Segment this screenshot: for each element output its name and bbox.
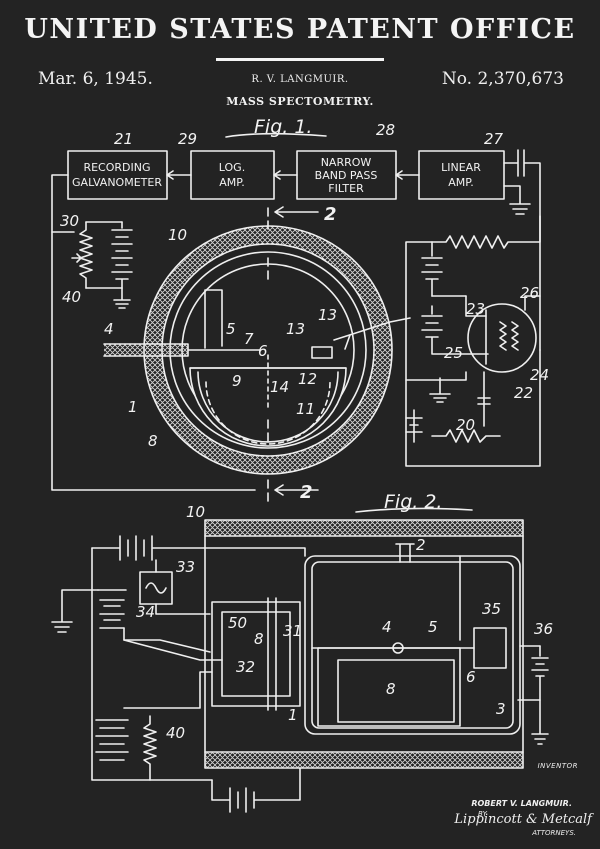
inventor-label: INVENTOR	[537, 762, 578, 770]
svg-text:31: 31	[283, 622, 302, 640]
svg-text:40: 40	[166, 724, 185, 742]
svg-text:8: 8	[386, 680, 396, 698]
svg-text:8: 8	[254, 630, 264, 648]
svg-text:FILTER: FILTER	[328, 182, 364, 195]
svg-text:34: 34	[136, 603, 155, 621]
attorney-signature: Lippincott & Metcalf	[454, 812, 592, 827]
svg-text:AMP.: AMP.	[219, 176, 244, 189]
attorneys-label: ATTORNEYS.	[532, 829, 576, 837]
svg-text:1: 1	[288, 706, 298, 724]
fig1-reference-numbers: 21 29 28 27 30 40 10 4 5 7 6 13 13 9 14 …	[60, 121, 549, 450]
potentiometer-30	[71, 221, 133, 309]
svg-text:11: 11	[296, 400, 315, 418]
inventor-short-name: R. V. LANGMUIR.	[251, 74, 349, 85]
svg-text:50: 50	[228, 614, 247, 632]
svg-text:26: 26	[520, 284, 539, 302]
svg-text:4: 4	[382, 618, 392, 636]
svg-text:6: 6	[258, 342, 268, 360]
svg-text:24: 24	[530, 366, 549, 384]
fig2-reference-numbers: 10 2 33 34 50 8 31 32 4 5 35 36 6 8 1 3 …	[136, 503, 553, 742]
svg-text:36: 36	[534, 620, 553, 638]
magnet-coil-bottom	[204, 751, 524, 769]
fig1-title: Fig. 1.	[254, 116, 312, 138]
svg-text:13: 13	[286, 320, 305, 338]
magnet-coil-top	[204, 519, 524, 537]
svg-text:22: 22	[514, 384, 533, 402]
svg-text:32: 32	[236, 658, 255, 676]
by-label: BY	[478, 810, 487, 818]
section-marker-top: 2	[324, 204, 337, 225]
fig1-title-underline	[225, 132, 327, 138]
linear-amp-box: LINEAR AMP.	[418, 150, 505, 200]
narrow-band-pass-filter-box: NARROW BAND PASS FILTER	[296, 150, 397, 200]
svg-text:35: 35	[482, 600, 501, 618]
svg-text:10: 10	[186, 503, 205, 521]
fig2-circuit	[51, 535, 549, 813]
svg-text:14: 14	[270, 378, 289, 396]
svg-text:5: 5	[428, 618, 438, 636]
fig2-title: Fig. 2.	[384, 491, 442, 513]
svg-text:23: 23	[466, 300, 485, 318]
svg-text:3: 3	[496, 700, 506, 718]
svg-text:7: 7	[244, 330, 254, 348]
svg-text:10: 10	[168, 226, 187, 244]
svg-text:12: 12	[298, 370, 317, 388]
svg-text:30: 30	[60, 212, 79, 230]
svg-text:25: 25	[444, 344, 463, 362]
patent-number: No. 2,370,673	[441, 69, 564, 89]
svg-text:LOG.: LOG.	[219, 161, 245, 174]
svg-text:27: 27	[484, 130, 504, 148]
svg-text:29: 29	[178, 130, 197, 148]
amplifier-circuit	[405, 215, 541, 467]
svg-text:5: 5	[226, 320, 236, 338]
svg-text:28: 28	[376, 121, 395, 139]
section-marker-bottom: 2	[300, 482, 313, 503]
patent-subject: MASS SPECTOMETRY.	[226, 95, 374, 108]
svg-text:9: 9	[232, 372, 242, 390]
svg-text:AMP.: AMP.	[448, 176, 473, 189]
svg-text:33: 33	[176, 558, 195, 576]
svg-text:LINEAR: LINEAR	[441, 161, 481, 174]
svg-text:2: 2	[416, 536, 426, 554]
page-title: UNITED STATES PATENT OFFICE	[24, 14, 576, 45]
inventor-name: ROBERT V. LANGMUIR.	[471, 799, 572, 808]
svg-text:RECORDING: RECORDING	[83, 161, 150, 174]
log-amp-box: LOG. AMP.	[190, 150, 275, 200]
recording-galvanometer-box: RECORDING GALVANOMETER	[67, 150, 168, 200]
patent-date: Mar. 6, 1945.	[38, 69, 153, 89]
svg-text:13: 13	[318, 306, 337, 324]
fig2-title-underline	[355, 507, 473, 513]
svg-text:GALVANOMETER: GALVANOMETER	[72, 176, 162, 189]
svg-text:40: 40	[62, 288, 81, 306]
svg-text:20: 20	[456, 416, 475, 434]
svg-text:BAND PASS: BAND PASS	[315, 169, 378, 182]
svg-text:NARROW: NARROW	[321, 156, 372, 169]
svg-text:4: 4	[104, 320, 114, 338]
title-underline	[216, 58, 384, 61]
svg-text:6: 6	[466, 668, 476, 686]
svg-text:1: 1	[128, 398, 138, 416]
svg-text:8: 8	[148, 432, 158, 450]
svg-text:21: 21	[114, 130, 133, 148]
